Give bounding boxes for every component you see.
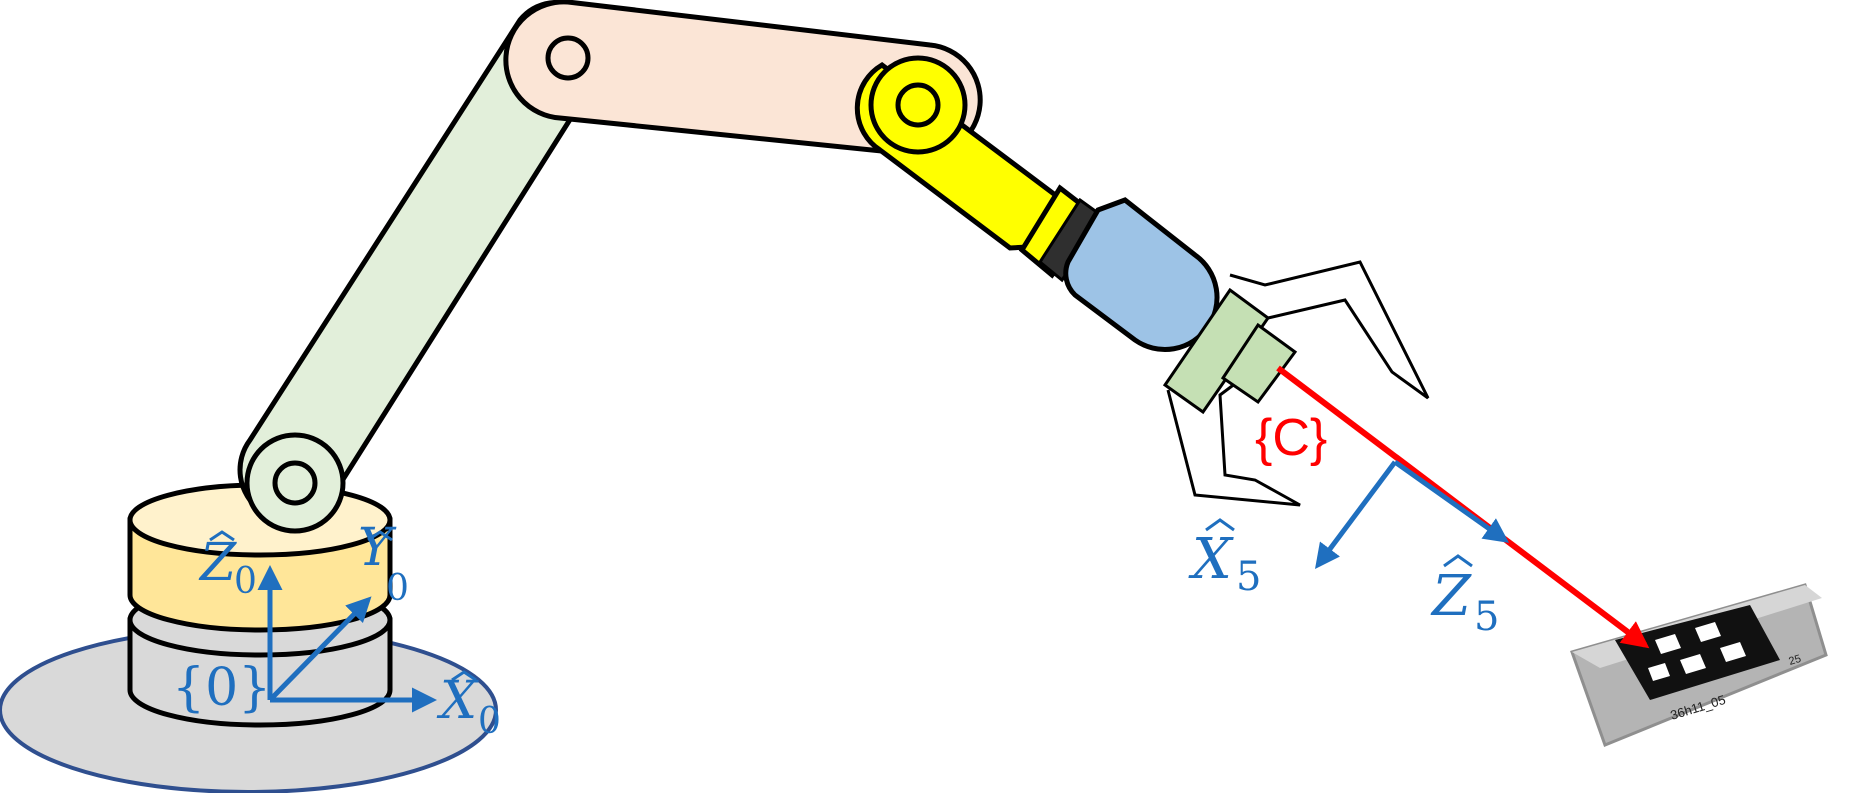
base-frame-axes: [257, 565, 437, 713]
camera-body: [1162, 287, 1298, 415]
svg-text:5: 5: [1236, 554, 1261, 600]
svg-text:Y: Y: [358, 518, 397, 578]
wrist: [1063, 197, 1220, 352]
base-y-label: Y 0: [358, 518, 409, 609]
joint-3-circle: [895, 82, 941, 128]
apriltag-corner-label: 25: [1787, 653, 1802, 668]
base-y-axis-arrow: [268, 596, 372, 702]
svg-text:0: 0: [234, 561, 257, 602]
ee-z-axis-arrow: [1393, 459, 1510, 543]
base-frame-label: {0}: [172, 658, 271, 718]
apriltag-card: 36h11_05 25: [1570, 583, 1828, 747]
ee-frame-axes: [1315, 459, 1510, 570]
ee-x-label: X 5: [1188, 518, 1261, 600]
svg-text:X: X: [1188, 527, 1234, 592]
ee-x-axis-arrow: [1315, 460, 1398, 570]
svg-text:Z: Z: [198, 533, 237, 593]
ee-z-label: Z 5: [1430, 554, 1499, 640]
svg-text:0: 0: [478, 701, 501, 742]
svg-text:X: X: [436, 671, 479, 731]
camera-frame-label: {C}: [1255, 409, 1327, 467]
base-x-label: X 0: [436, 670, 501, 742]
svg-text:0: 0: [386, 568, 409, 609]
joint-2-circle: [545, 35, 591, 81]
svg-text:Z: Z: [1430, 564, 1472, 629]
joint-1-circle: [272, 460, 318, 506]
gripper: [1166, 260, 1430, 507]
link-1: [237, 0, 608, 534]
svg-text:5: 5: [1474, 594, 1499, 640]
apriltag-white-cells: [1648, 622, 1746, 681]
base-z-label: Z 0: [198, 530, 257, 602]
